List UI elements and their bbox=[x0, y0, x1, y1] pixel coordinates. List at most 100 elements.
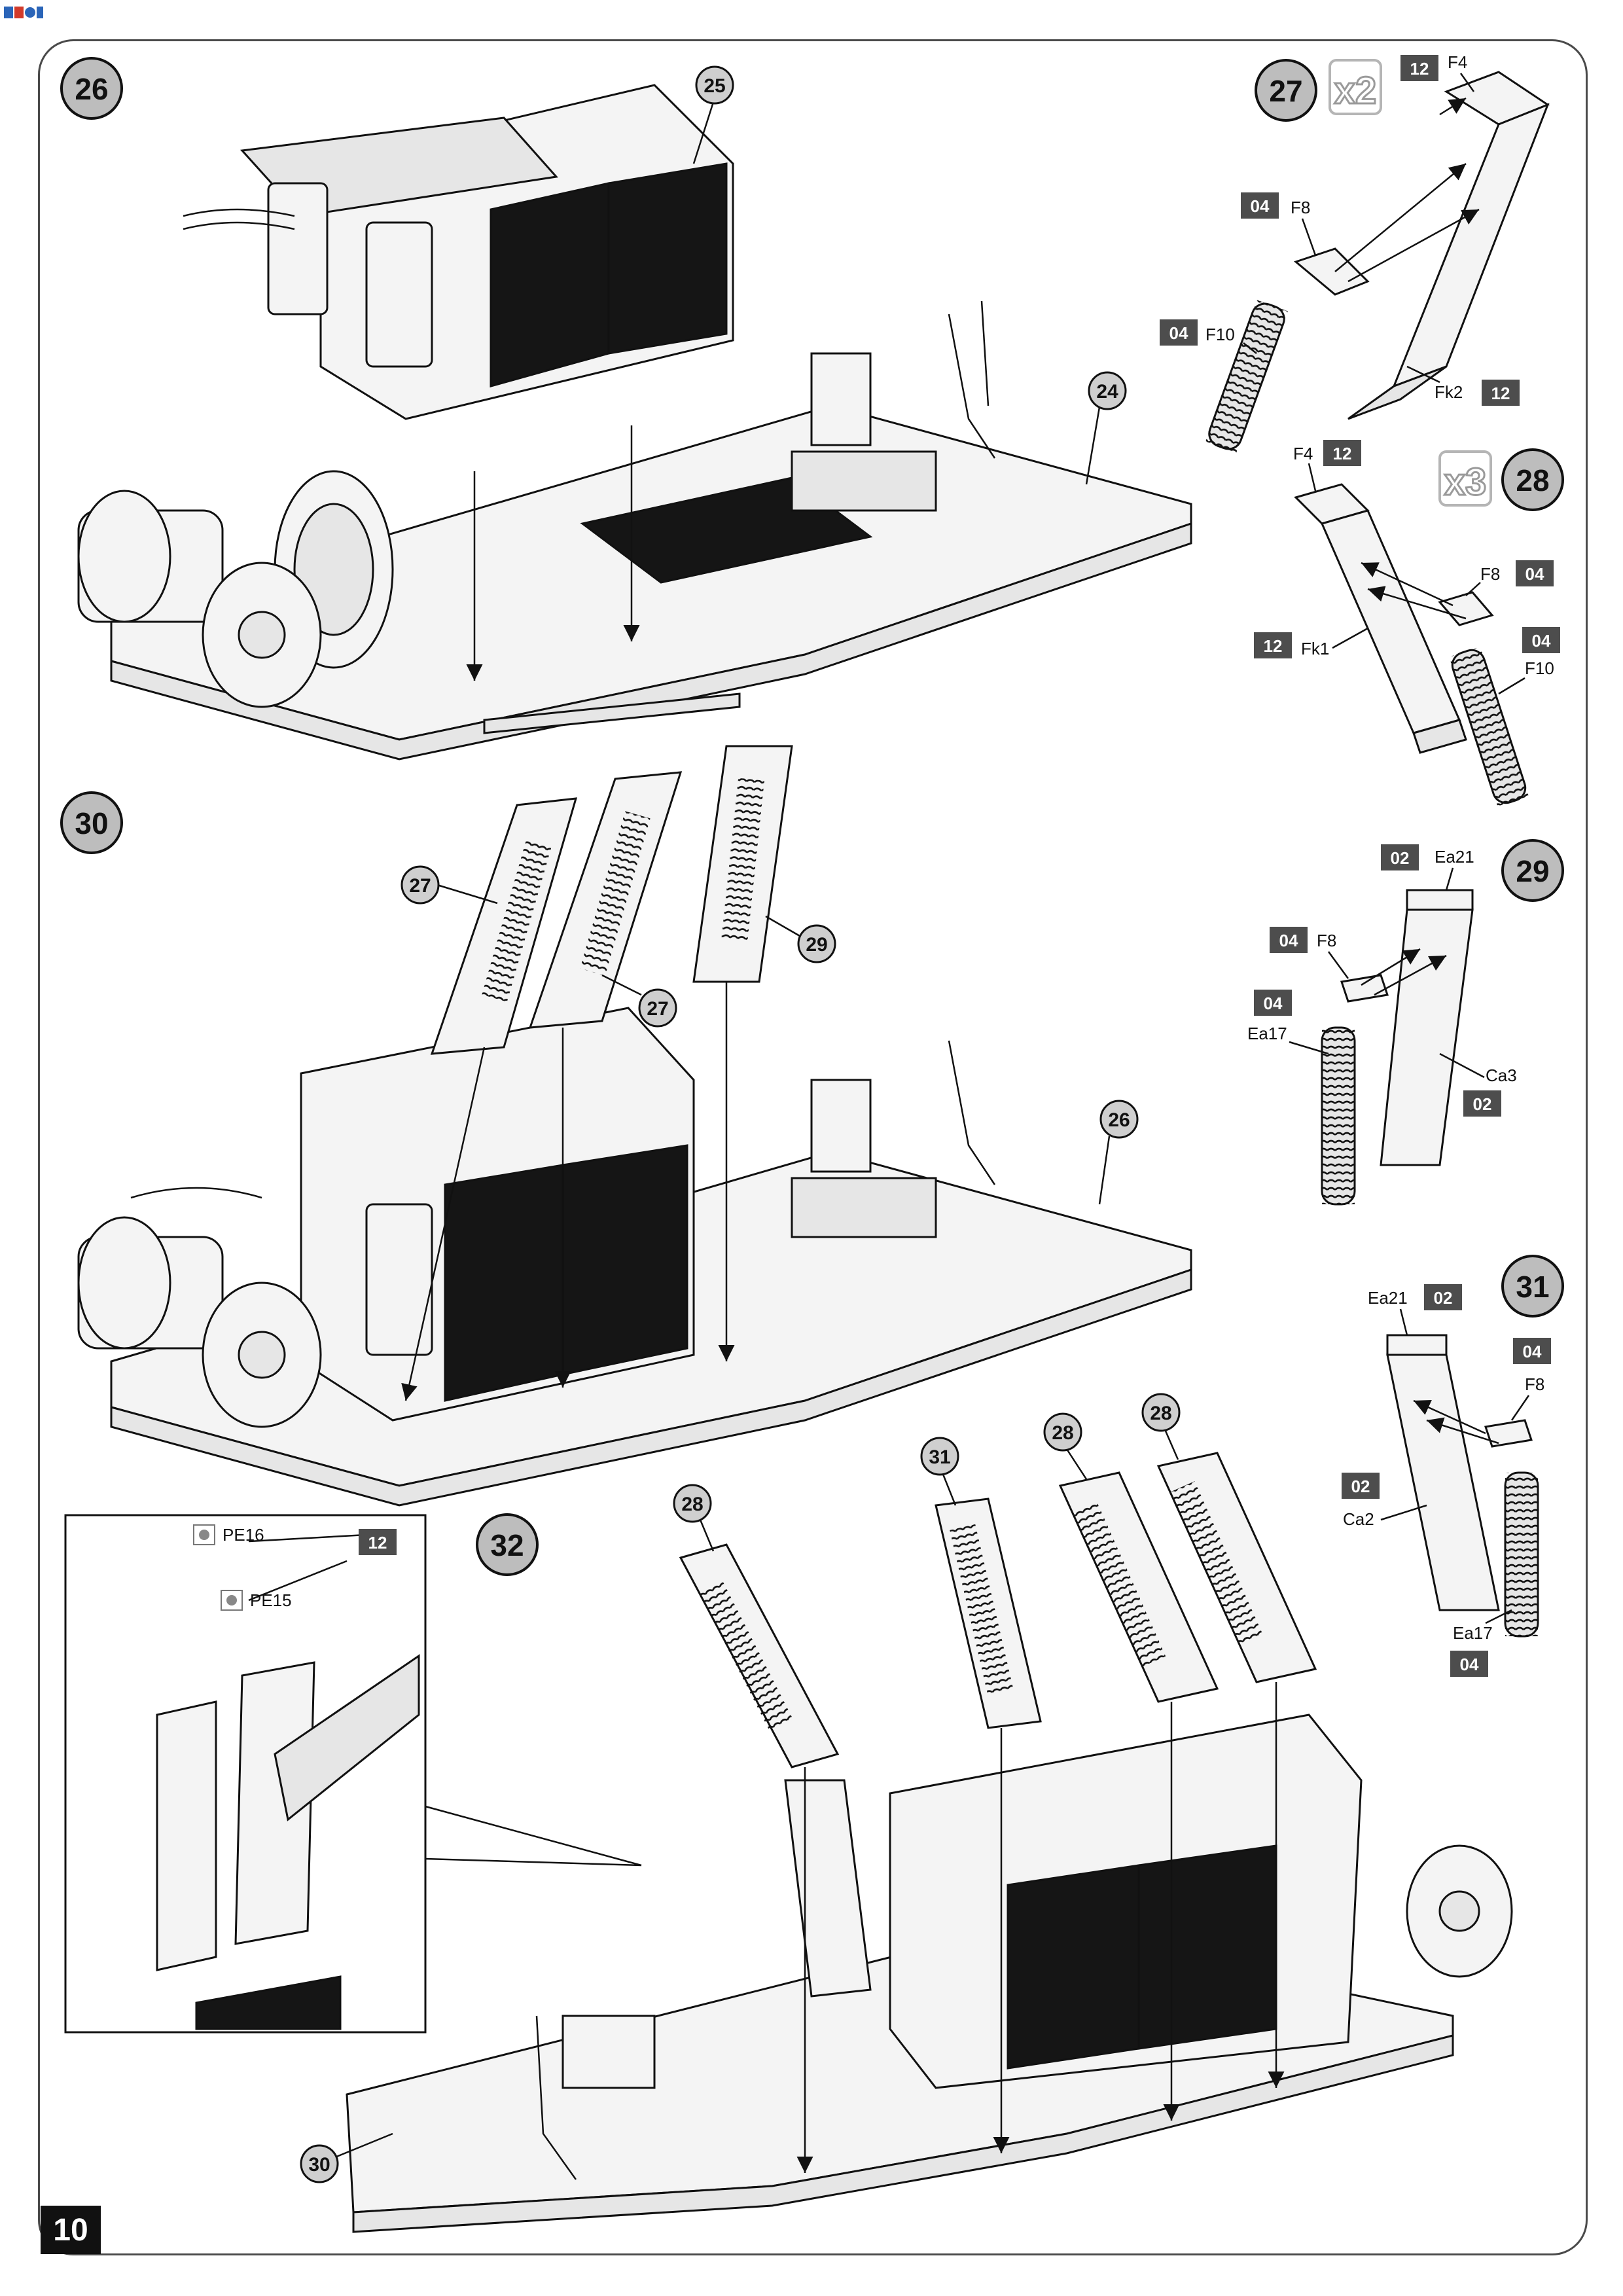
step-26-chassis bbox=[77, 84, 1192, 761]
svg-text:04: 04 bbox=[1525, 564, 1544, 584]
svg-text:F10: F10 bbox=[1205, 325, 1235, 344]
step-number-28: 28 bbox=[1501, 448, 1564, 511]
svg-text:12: 12 bbox=[1333, 444, 1352, 463]
ref-26: 26 bbox=[1098, 1100, 1139, 1205]
svg-text:24: 24 bbox=[1096, 381, 1118, 403]
svg-text:26: 26 bbox=[75, 72, 108, 106]
svg-text:31: 31 bbox=[929, 1446, 950, 1468]
svg-text:28: 28 bbox=[1052, 1422, 1073, 1444]
ref-27-b: 27 bbox=[601, 974, 677, 1028]
svg-text:29: 29 bbox=[806, 934, 827, 956]
site-logo bbox=[3, 3, 45, 22]
svg-text:02: 02 bbox=[1473, 1094, 1492, 1114]
unit-29 bbox=[692, 745, 793, 983]
svg-text:F8: F8 bbox=[1480, 564, 1500, 584]
svg-text:Fk2: Fk2 bbox=[1435, 382, 1463, 402]
svg-text:F8: F8 bbox=[1317, 931, 1336, 950]
svg-text:04: 04 bbox=[1523, 1342, 1542, 1361]
photo-etch-icon bbox=[221, 1590, 243, 1611]
svg-text:29: 29 bbox=[1516, 854, 1549, 888]
svg-text:04: 04 bbox=[1169, 323, 1188, 343]
ref-31: 31 bbox=[920, 1437, 959, 1506]
step-number-32: 32 bbox=[476, 1513, 539, 1576]
ref-24: 24 bbox=[1085, 371, 1127, 485]
svg-text:04: 04 bbox=[1251, 196, 1270, 216]
ref-27-a: 27 bbox=[401, 865, 498, 905]
unit-28-third bbox=[1156, 1452, 1317, 1683]
svg-text:28: 28 bbox=[681, 1494, 703, 1515]
svg-text:Ca2: Ca2 bbox=[1343, 1509, 1374, 1529]
svg-text:27: 27 bbox=[647, 998, 668, 1020]
step-29-suspension bbox=[1321, 889, 1474, 1206]
svg-text:02: 02 bbox=[1391, 848, 1410, 868]
svg-text:28: 28 bbox=[1150, 1403, 1171, 1424]
svg-text:Fk1: Fk1 bbox=[1301, 639, 1329, 658]
svg-text:Ea21: Ea21 bbox=[1435, 847, 1474, 867]
svg-text:x2: x2 bbox=[1334, 69, 1377, 112]
svg-text:28: 28 bbox=[1516, 463, 1549, 497]
svg-text:F4: F4 bbox=[1293, 444, 1313, 463]
svg-text:26: 26 bbox=[1108, 1109, 1130, 1131]
step-31-callouts: Ea21 02 04 F8 02 Ca2 Ea17 04 bbox=[1342, 1284, 1551, 1677]
svg-text:12: 12 bbox=[1410, 59, 1429, 79]
ref-30: 30 bbox=[300, 2132, 393, 2183]
svg-text:x3: x3 bbox=[1444, 461, 1487, 503]
svg-text:25: 25 bbox=[704, 75, 725, 97]
svg-text:04: 04 bbox=[1532, 631, 1551, 651]
svg-text:PE15: PE15 bbox=[250, 1590, 292, 1610]
page-frame bbox=[38, 39, 1588, 2255]
photo-etch-icon bbox=[193, 1524, 215, 1545]
page-number: 10 bbox=[41, 2206, 101, 2254]
unit-31 bbox=[935, 1498, 1042, 1729]
step-29-callouts: 02 Ea21 04 F8 04 Ea17 Ca3 02 bbox=[1247, 844, 1517, 1117]
step-number-31: 31 bbox=[1501, 1255, 1564, 1318]
svg-text:Ea21: Ea21 bbox=[1368, 1288, 1408, 1308]
ref-28-c: 28 bbox=[1141, 1393, 1181, 1460]
ref-29: 29 bbox=[765, 915, 836, 963]
step-number-29: 29 bbox=[1501, 839, 1564, 902]
ref-28-b: 28 bbox=[1043, 1412, 1088, 1480]
step-number-30: 30 bbox=[60, 791, 123, 854]
step-number-27: 27 bbox=[1255, 59, 1317, 122]
ref-28-a: 28 bbox=[673, 1484, 715, 1552]
multiplier-x2-icon: x2 bbox=[1329, 59, 1382, 115]
svg-text:30: 30 bbox=[75, 806, 108, 840]
svg-text:31: 31 bbox=[1516, 1270, 1549, 1304]
svg-text:02: 02 bbox=[1351, 1477, 1370, 1496]
svg-text:32: 32 bbox=[490, 1528, 524, 1562]
svg-text:F8: F8 bbox=[1525, 1374, 1544, 1394]
unit-28-first bbox=[679, 1543, 840, 1768]
step-number-26: 26 bbox=[60, 57, 123, 120]
svg-text:27: 27 bbox=[409, 875, 431, 897]
ref-25: 25 bbox=[692, 65, 734, 164]
step-32-assembly bbox=[64, 1452, 1513, 2233]
multiplier-x3-icon: x3 bbox=[1438, 450, 1492, 507]
svg-text:Ea17: Ea17 bbox=[1247, 1024, 1287, 1043]
step-31-suspension bbox=[1386, 1334, 1539, 1638]
step-27-callouts: 12 F4 04 F8 04 F10 Fk2 12 bbox=[1160, 52, 1520, 406]
step-27-suspension bbox=[1205, 71, 1550, 453]
svg-text:12: 12 bbox=[1491, 384, 1510, 403]
svg-text:Ca3: Ca3 bbox=[1486, 1066, 1517, 1085]
step-28-suspension bbox=[1294, 483, 1529, 806]
svg-text:PE16: PE16 bbox=[223, 1525, 264, 1545]
svg-text:04: 04 bbox=[1460, 1655, 1479, 1674]
svg-text:12: 12 bbox=[1264, 636, 1283, 656]
unit-28-second bbox=[1058, 1471, 1219, 1703]
svg-text:F8: F8 bbox=[1291, 198, 1310, 217]
svg-text:04: 04 bbox=[1264, 994, 1283, 1013]
svg-text:04: 04 bbox=[1279, 931, 1298, 950]
svg-text:F4: F4 bbox=[1448, 52, 1467, 72]
svg-text:Ea17: Ea17 bbox=[1453, 1623, 1493, 1643]
step-32-callouts: PE16 12 PE15 bbox=[193, 1524, 397, 1611]
step-30-chassis bbox=[77, 745, 1192, 1507]
svg-text:02: 02 bbox=[1434, 1288, 1453, 1308]
unit-27-left bbox=[430, 797, 578, 1055]
step-28-callouts: F4 12 F8 04 04 F10 12 Fk1 bbox=[1254, 440, 1560, 695]
svg-text:12: 12 bbox=[368, 1533, 387, 1552]
svg-text:F10: F10 bbox=[1525, 658, 1554, 678]
unit-27-right bbox=[528, 771, 683, 1029]
svg-text:27: 27 bbox=[1269, 74, 1302, 108]
